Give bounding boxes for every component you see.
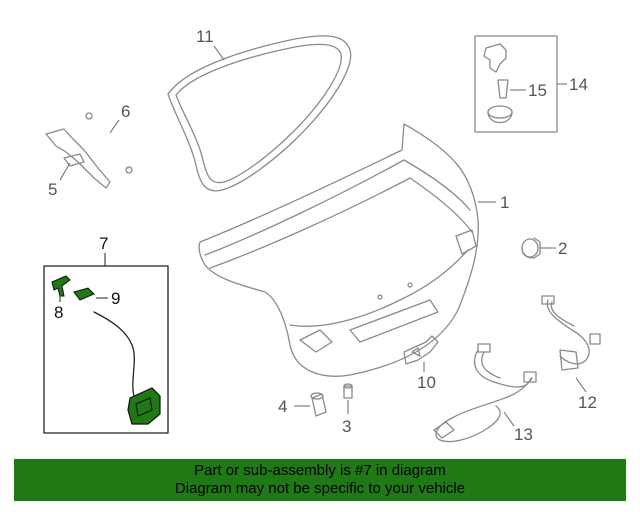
- callout-1: 1: [500, 193, 509, 212]
- callout-8: 8: [54, 303, 63, 322]
- callout-2: 2: [558, 239, 567, 258]
- trunk-lid: [198, 123, 496, 377]
- callout-4: 4: [278, 397, 287, 416]
- callout-6: 6: [121, 102, 130, 121]
- callout-13: 13: [514, 425, 533, 444]
- callout-14: 14: [569, 75, 588, 94]
- wiring-harness-right: [541, 295, 601, 393]
- lock-assembly-box: [43, 253, 169, 434]
- callout-9: 9: [111, 289, 120, 308]
- callout-12: 12: [578, 393, 597, 412]
- switch: [294, 392, 327, 417]
- callout-10: 10: [417, 373, 436, 392]
- weatherstrip-seal: [167, 35, 352, 192]
- parts-diagram: 11 6 5 15 14 1 2 7 8 9 10 12 13 4 3: [43, 27, 601, 444]
- callout-3: 3: [342, 417, 351, 436]
- callout-5: 5: [48, 180, 57, 199]
- callout-11: 11: [196, 27, 214, 46]
- assembly-notice-banner: Part or sub-assembly is #7 in diagram Di…: [14, 459, 626, 501]
- hinge: [45, 128, 111, 189]
- callout-15: 15: [528, 81, 547, 100]
- clip-kit-box: [474, 35, 567, 133]
- lock-bracket: [403, 335, 439, 372]
- callout-7: 7: [99, 234, 108, 253]
- banner-line-2: Diagram may not be specific to your vehi…: [174, 480, 466, 497]
- wiring-harness-lower: [433, 343, 537, 443]
- banner-line-1: Part or sub-assembly is #7 in diagram: [194, 462, 446, 479]
- stopper: [343, 383, 353, 414]
- bumper-stop: [521, 237, 556, 259]
- lift-strut: [85, 112, 133, 174]
